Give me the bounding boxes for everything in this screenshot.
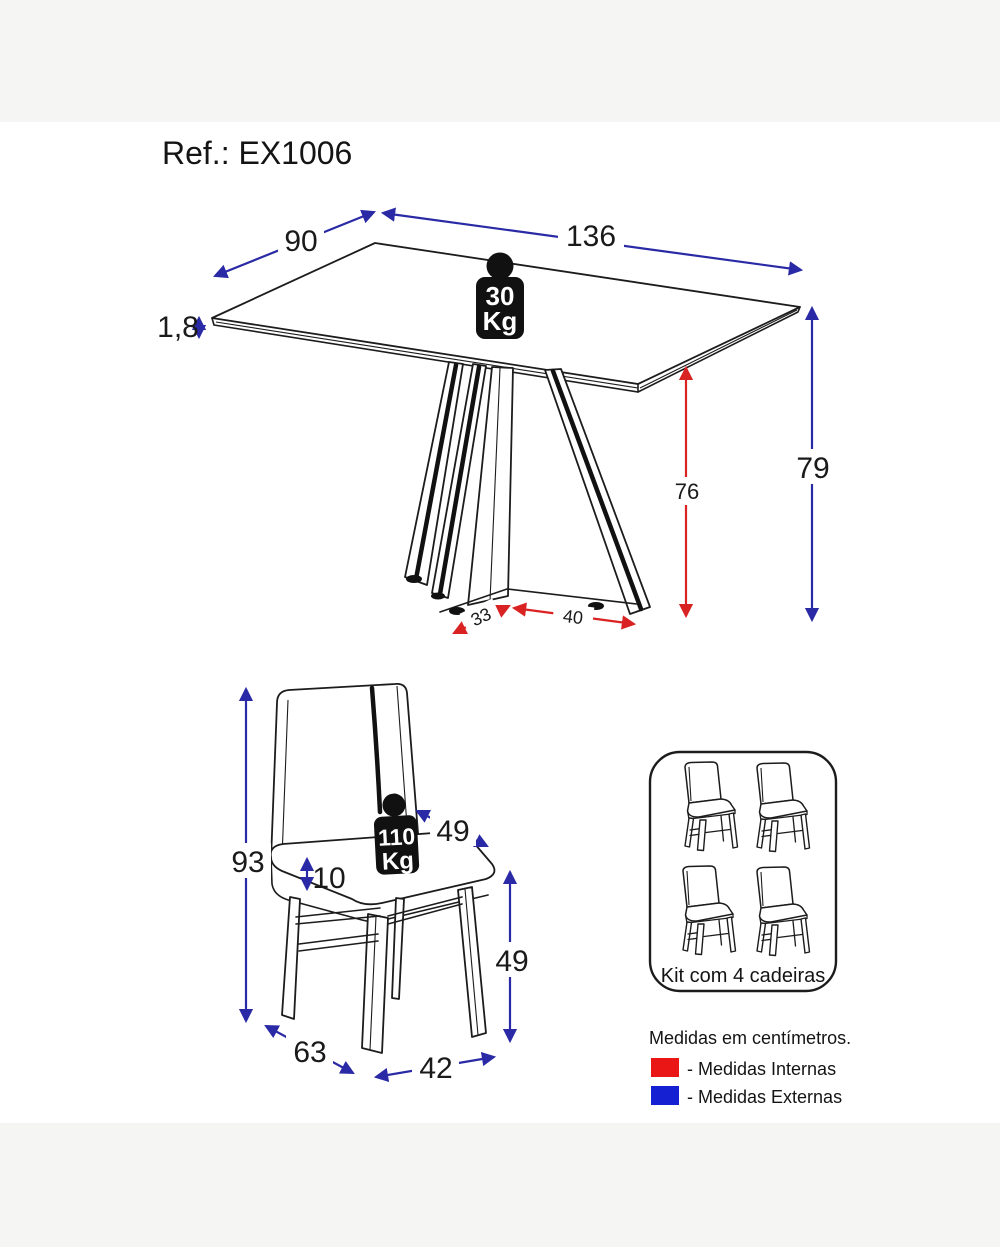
- table-pedestal: [404, 361, 651, 615]
- table-depth-label: 90: [284, 225, 317, 258]
- dimension-table-depth: 90: [213, 209, 376, 279]
- dimension-chair-back-width: 49: [415, 810, 489, 848]
- table-foot: [406, 575, 422, 583]
- dimension-chair-height: 93: [224, 686, 271, 1024]
- kit-box-frame: [648, 750, 838, 993]
- chair-height-label: 93: [231, 846, 264, 879]
- chair-weight-capacity-icon: 110 Kg: [373, 793, 420, 876]
- table-base-side-label: 40: [562, 606, 584, 628]
- dimension-chair-depth: 63: [264, 1024, 355, 1075]
- chair-weight-value: 110: [377, 823, 415, 851]
- page-title: Ref.: EX1006: [162, 135, 352, 171]
- dimension-table-top-thickness: 1,8: [157, 311, 207, 344]
- legend-title: Medidas em centímetros.: [649, 1028, 851, 1048]
- dimension-chair-cushion-thickness: 10: [299, 856, 346, 895]
- dimension-table-base-side: 40: [511, 602, 637, 631]
- chair-backrest: [270, 683, 420, 861]
- table-top-thickness-label: 1,8: [157, 311, 199, 344]
- dimension-chair-seat-height: 49: [489, 869, 534, 1044]
- chair-drawing: 110 Kg: [269, 683, 496, 1054]
- dimension-table-length: 136: [380, 207, 804, 276]
- table-drawing: 30 Kg: [211, 242, 801, 615]
- table-underside-height-label: 76: [675, 479, 699, 504]
- chair-cushion-thickness-label: 10: [312, 862, 345, 895]
- tabletop-edge-detail: [215, 309, 798, 389]
- chair-dimensions: 93 49 10 49 63 42: [224, 686, 534, 1085]
- chair-depth-label: 63: [293, 1036, 326, 1069]
- legend-external-swatch: [651, 1086, 679, 1105]
- table-weight-value: 30: [486, 281, 515, 311]
- top-gray-band: [0, 0, 1000, 122]
- dimension-table-underside-height: 76: [671, 365, 704, 619]
- legend-internal-swatch: [651, 1058, 679, 1077]
- chair-backrest-seam: [369, 685, 383, 815]
- chair-legs: [281, 886, 487, 1054]
- table-weight-unit: Kg: [483, 306, 518, 336]
- kit-label: Kit com 4 cadeiras: [661, 965, 826, 987]
- legend-internal-label: - Medidas Internas: [687, 1059, 836, 1079]
- chair-width-label: 42: [419, 1052, 452, 1085]
- chair-back-width-label: 49: [436, 815, 469, 848]
- table-foot: [431, 592, 445, 600]
- dimension-chair-width: 42: [373, 1051, 497, 1085]
- tabletop-edge-front-right: [637, 306, 801, 393]
- chair-seat-height-label: 49: [495, 945, 528, 978]
- bottom-gray-band: [0, 1123, 1000, 1247]
- legend: Medidas em centímetros. - Medidas Intern…: [649, 1028, 851, 1107]
- table-length-label: 136: [566, 220, 616, 253]
- table-height-label: 79: [796, 452, 829, 485]
- dimension-table-height: 79: [792, 305, 834, 623]
- kit-box: Kit com 4 cadeiras: [648, 750, 838, 993]
- table-dimensions: 136 90 1,8 79 76 33: [157, 207, 834, 635]
- chair-weight-unit: Kg: [381, 847, 414, 876]
- legend-external-label: - Medidas Externas: [687, 1087, 842, 1107]
